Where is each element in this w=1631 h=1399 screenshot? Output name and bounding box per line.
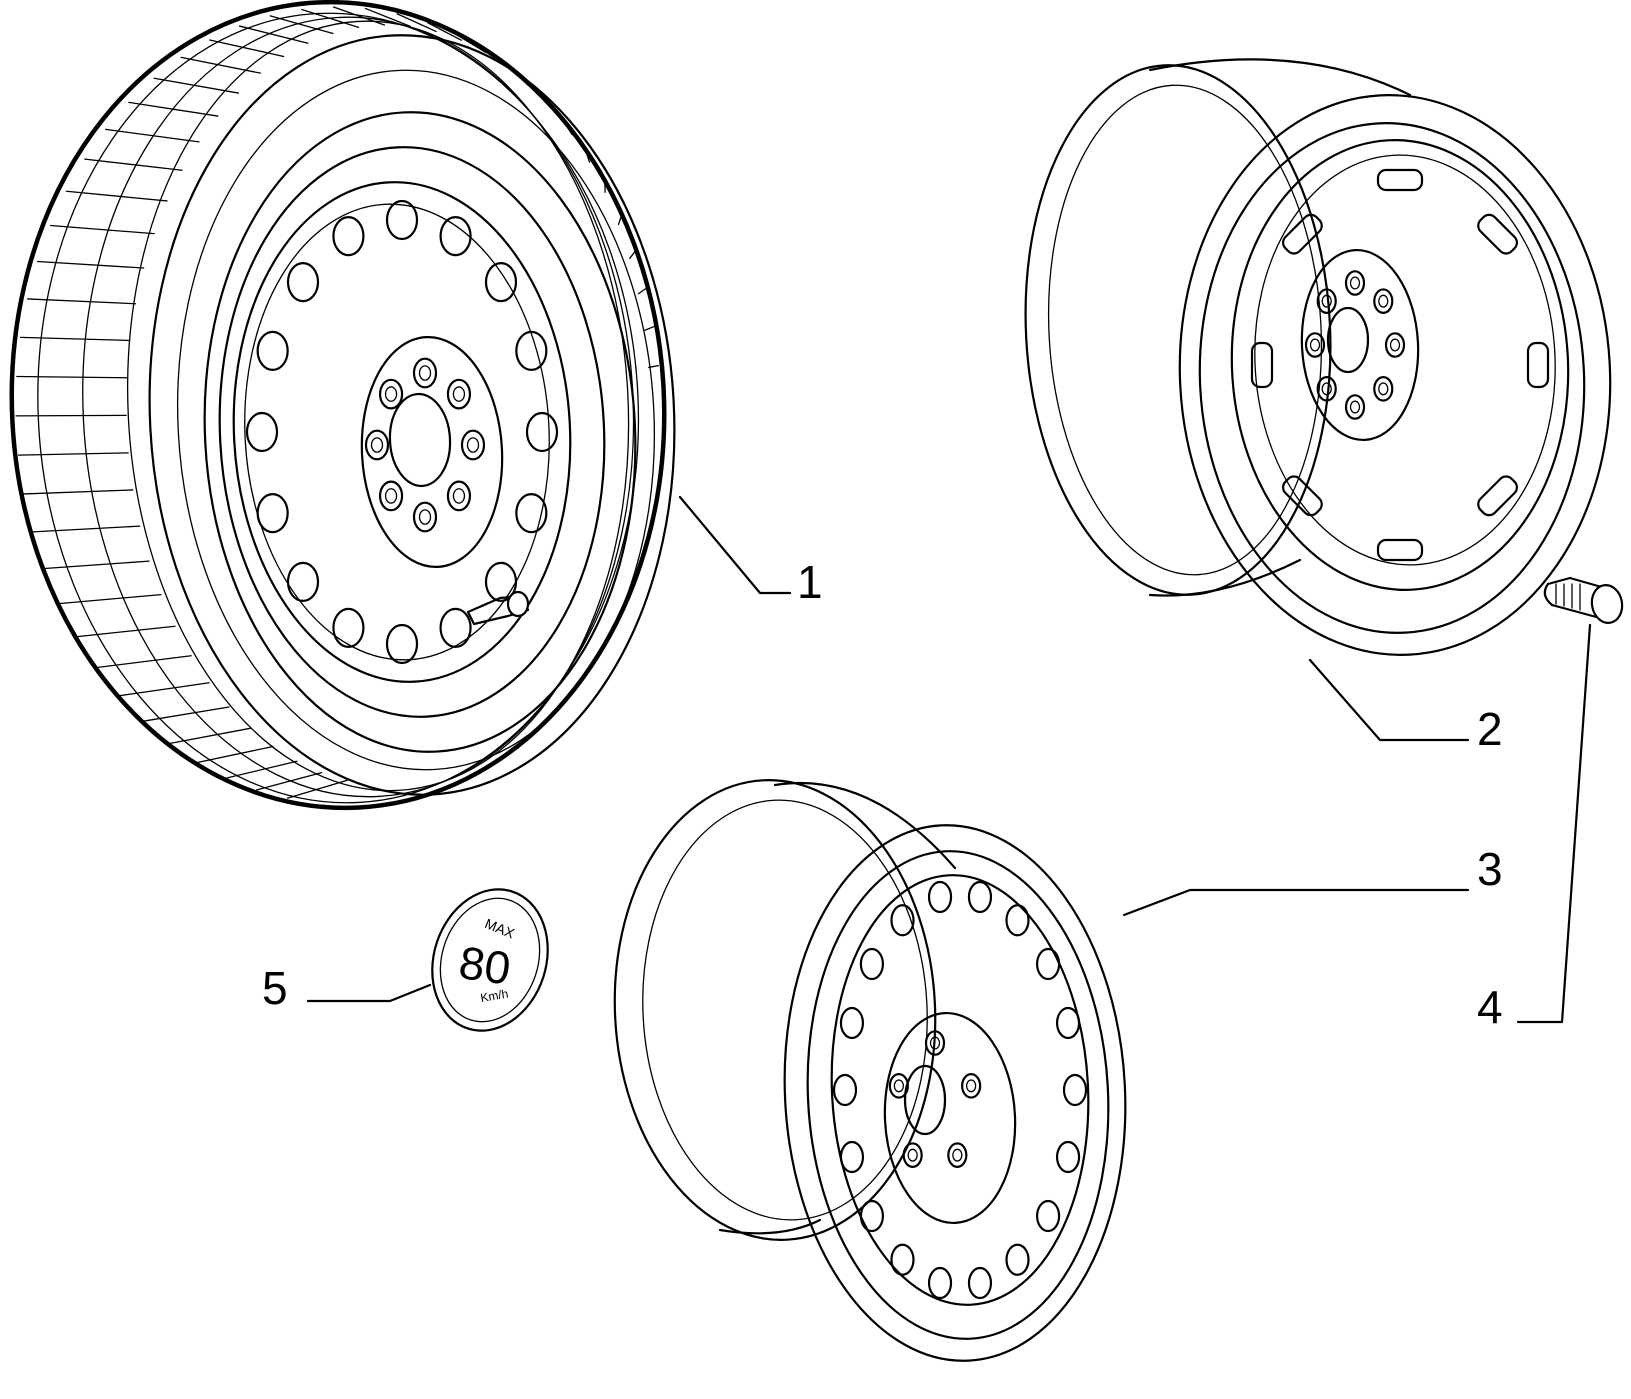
callout-4: 4 [1477,981,1503,1033]
leader-lines [306,495,1592,1024]
part-2-steel-rim [1024,58,1612,656]
callout-3: 3 [1477,843,1503,895]
callout-2: 2 [1477,703,1503,755]
part-5-speed-label: MAX 80 Km/h [431,888,549,1032]
badge-unit-text: Km/h [479,986,509,1005]
tyre-tread [15,6,660,804]
part-1-wheel-with-tyre [9,0,676,811]
badge-speed-text: 80 [456,936,514,995]
disc-ventilation-holes [245,199,559,665]
tyre-valve [466,590,530,626]
rim-slots [1250,168,1550,562]
part-3-steel-rim [613,779,1127,1362]
callout-5: 5 [262,962,288,1014]
rim-bolt-seats [888,1030,982,1168]
wheel-bolt-seats [364,357,486,533]
rim-bolt-seats [1304,270,1406,420]
part-4-wheel-bolt [1543,576,1624,624]
rim-ventilation-holes [832,880,1088,1300]
callout-1: 1 [797,556,823,608]
